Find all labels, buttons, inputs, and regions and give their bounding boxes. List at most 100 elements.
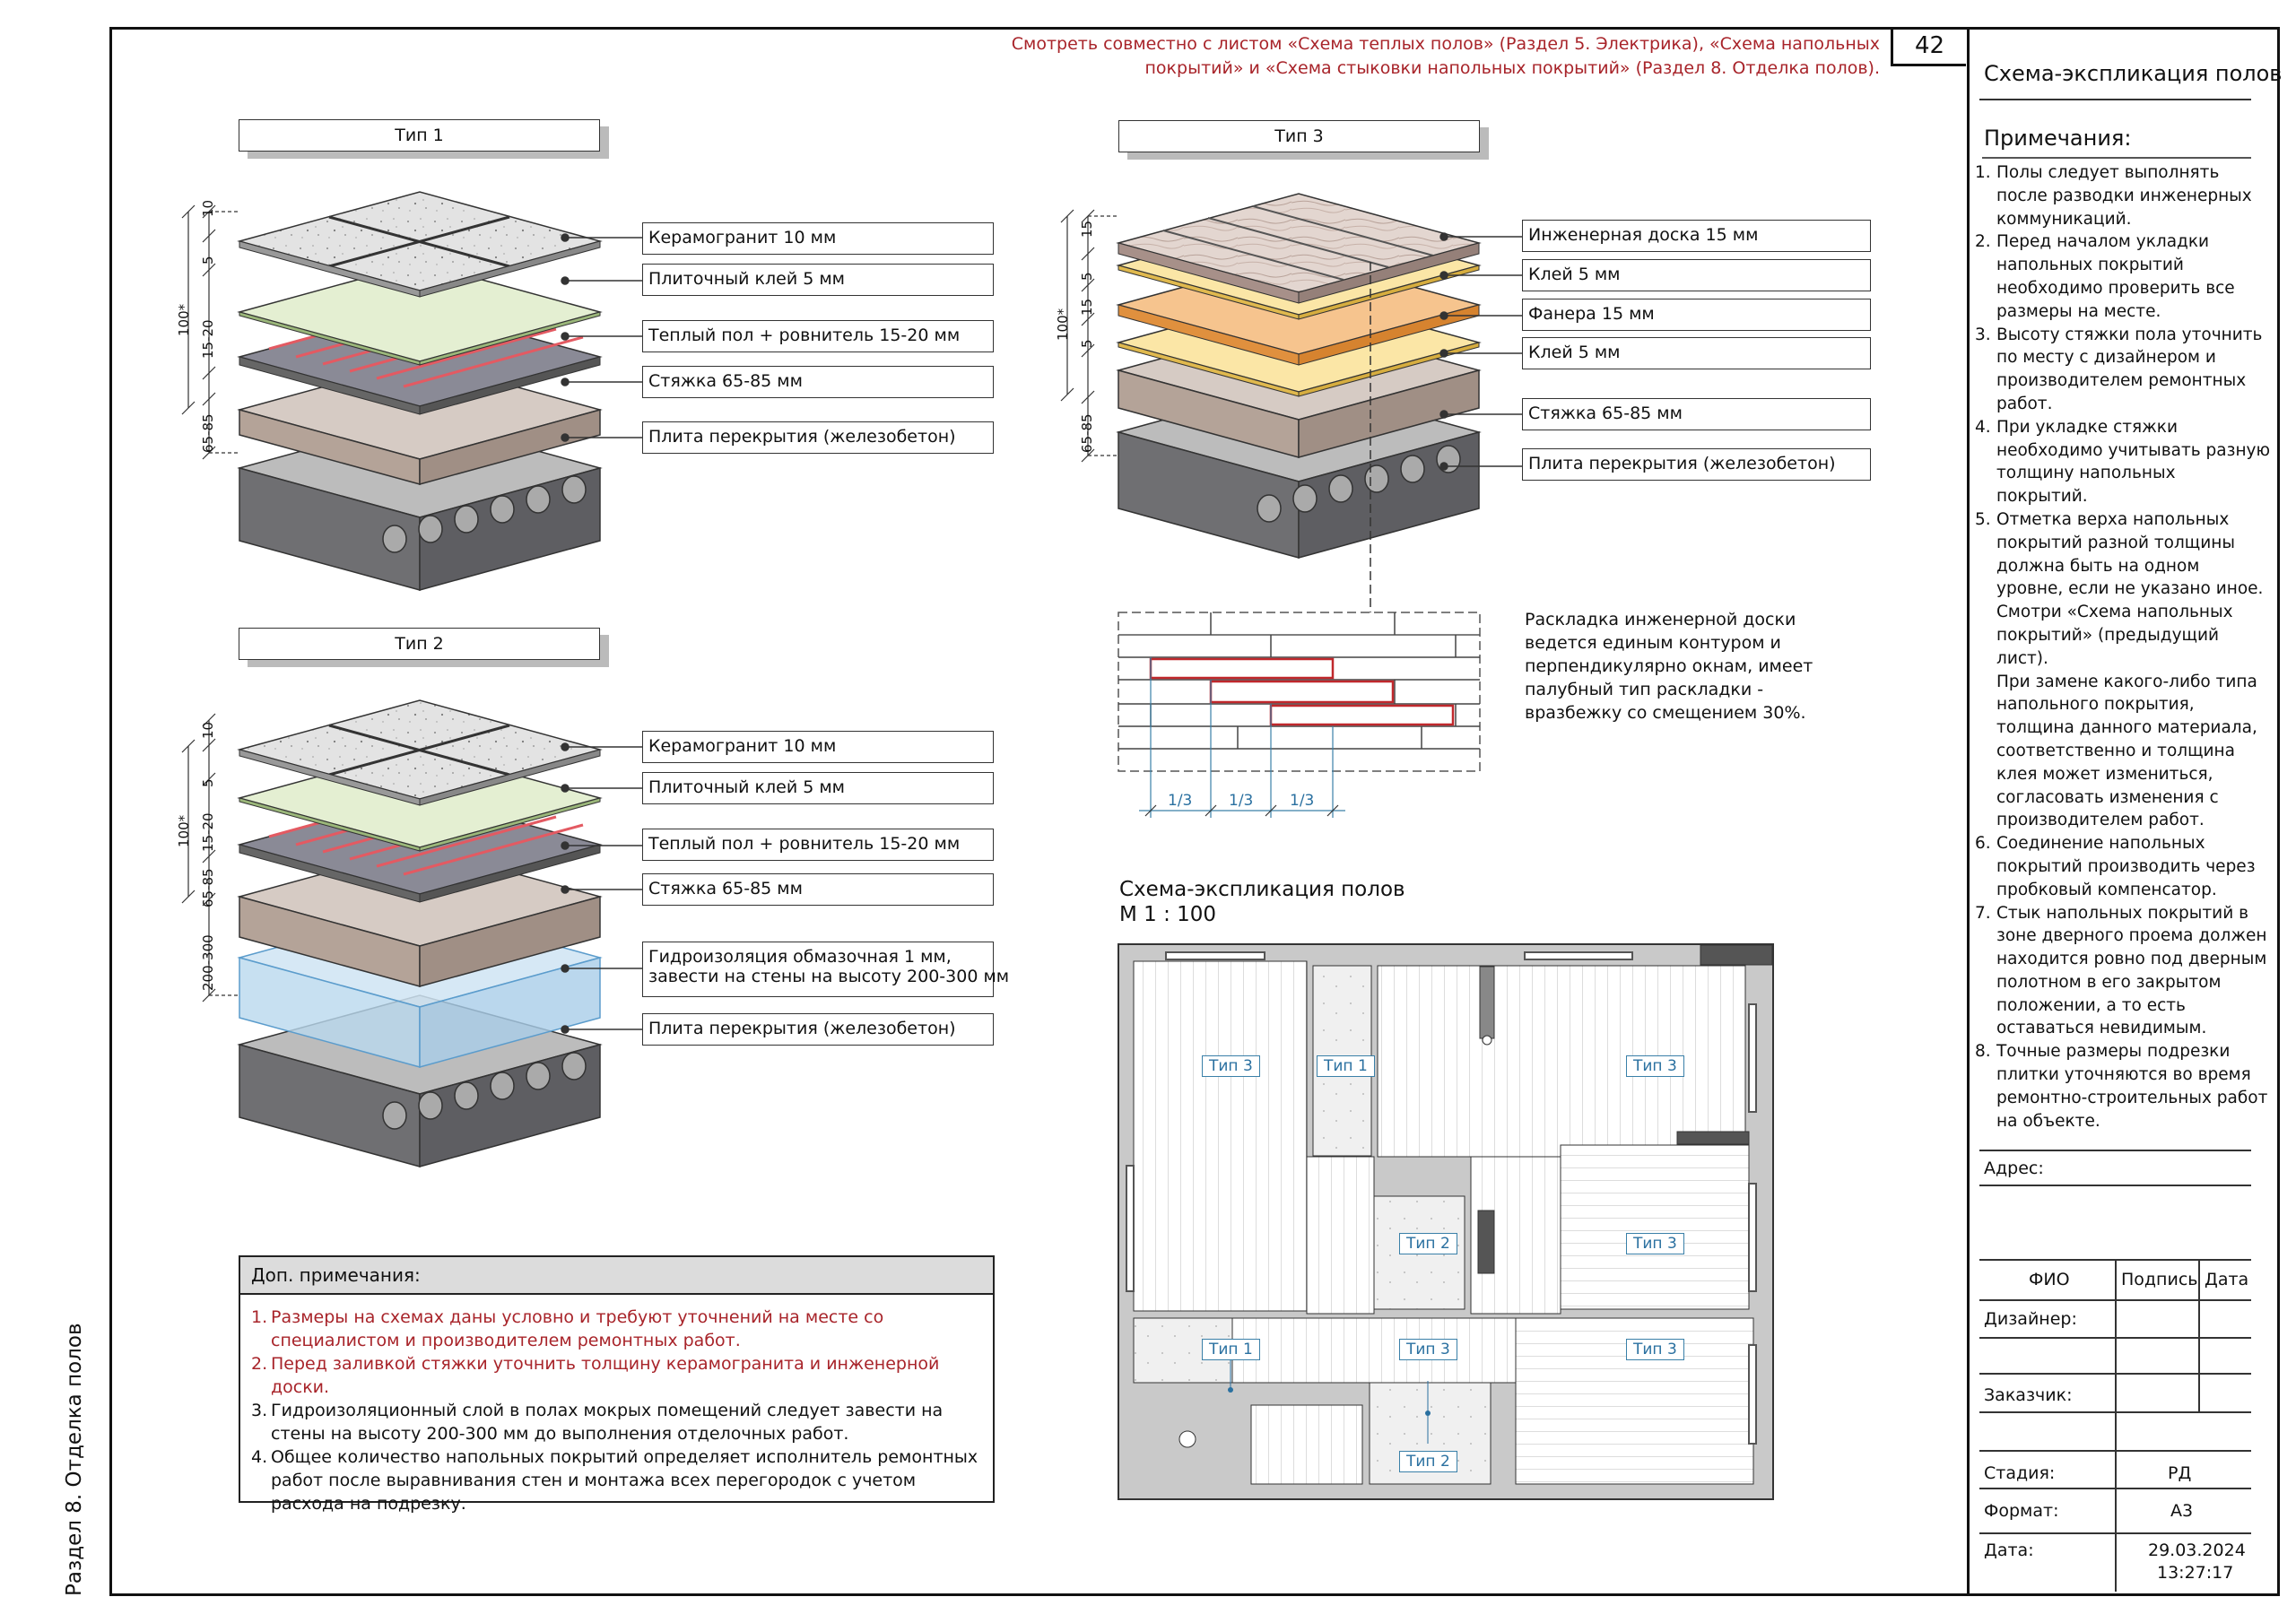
note-item: 5.Отметка верха напольных покрытий разно… [1975, 508, 2271, 832]
type1-leaders [561, 233, 642, 442]
room-tag: Тип 3 [1399, 1339, 1457, 1360]
note-text-continued: При замене какого-либо типа напольного п… [1996, 672, 2257, 830]
t3-dim-15a: 15 [1079, 220, 1095, 238]
note-text: Стык напольных покрытий в зоне дверного … [1996, 903, 2267, 1038]
note-item: 4.При укладке стяжки необходимо учитыват… [1975, 417, 2271, 507]
note-text: Точные размеры подрезки плитки уточняютс… [1996, 1042, 2268, 1131]
t2-layer-slab: Плита перекрытия (железобетон) [642, 1013, 994, 1046]
t3-layer-glue1: Клей 5 мм [1522, 259, 1871, 291]
t2-waterproof-line2: завести на стены на высоту 200-300 мм [648, 967, 1010, 986]
note-text: Соединение напольных покрытий производит… [1996, 834, 2256, 899]
additional-notes: Доп. примечания: 1.Размеры на схемах дан… [239, 1255, 995, 1514]
type2-heading: Тип 2 [239, 628, 600, 660]
dop-item-text: Перед заливкой стяжки уточнить толщину к… [271, 1354, 940, 1397]
note-item: 6.Соединение напольных покрытий производ… [1975, 834, 2256, 899]
stage-value: РД [2168, 1463, 2192, 1483]
t2-dim-10: 10 [200, 721, 216, 739]
t3-dim-5b: 5 [1079, 339, 1095, 348]
note-item: 2.Перед началом укладки напольных покрыт… [1975, 232, 2235, 321]
titleblock-divider [1979, 99, 2251, 100]
type1-dimensions [181, 204, 239, 460]
titleblock-grid [1979, 1150, 2251, 1592]
floor-plan-drawing [1118, 943, 1774, 1500]
t2-layer-heating: Теплый пол + ровнитель 15-20 мм [642, 829, 994, 861]
fio-header: ФИО [2029, 1270, 2070, 1289]
t2-dim-200-300: 200-300 [200, 934, 216, 991]
note-text: При укладке стяжки необходимо учитывать … [1996, 417, 2271, 507]
sign-header: Подпись [2121, 1270, 2198, 1289]
room-tag: Тип 3 [1626, 1233, 1684, 1254]
room-tag: Тип 3 [1626, 1339, 1684, 1360]
t1-layer-heating: Теплый пол + ровнитель 15-20 мм [642, 320, 994, 352]
plank-layout-note: Раскладка инженерной доски ведется едины… [1525, 610, 1813, 723]
t3-dim-total: 100* [1055, 308, 1071, 341]
plank-layout-diagram [1118, 262, 1481, 818]
room-tag: Тип 1 [1202, 1339, 1260, 1360]
note-item: 3.Высоту стяжки пола уточнить по месту с… [1975, 325, 2263, 413]
t1-layer-slab: Плита перекрытия (железобетон) [642, 421, 994, 454]
note-text: Отметка верха напольных покрытий разной … [1996, 509, 2264, 668]
t3-dim-15b: 15 [1079, 298, 1095, 316]
additional-notes-list: 1.Размеры на схемах даны условно и требу… [240, 1295, 993, 1515]
dop-item: 4.Общее количество напольных покрытий оп… [251, 1447, 978, 1514]
type3-stack [1116, 193, 1482, 559]
date-value: 29.03.2024 [2148, 1541, 2246, 1560]
type3-heading: Тип 3 [1118, 120, 1480, 152]
note-item: 1.Полы следует выполнять после разводки … [1975, 163, 2252, 229]
stage-label: Стадия: [1984, 1463, 2056, 1483]
dop-item: 2.Перед заливкой стяжки уточнить толщину… [251, 1354, 940, 1397]
room-tag: Тип 1 [1317, 1055, 1375, 1077]
t2-layer-tile: Керамогранит 10 мм [642, 731, 994, 763]
fraction-1: 1/3 [1168, 792, 1193, 810]
type3-dimensions [1060, 209, 1118, 463]
drawing-frame [109, 27, 2280, 1596]
plan-title: Схема-экспликация полов [1119, 878, 1405, 901]
type3-leaders [1439, 232, 1522, 471]
fraction-2: 1/3 [1229, 792, 1254, 810]
room-tag: Тип 2 [1399, 1451, 1457, 1472]
t1-layer-glue: Плиточный клей 5 мм [642, 264, 994, 296]
t2-dim-5: 5 [200, 778, 216, 787]
t2-dim-15-20: 15-20 [200, 812, 216, 852]
t1-dim-15-20: 15-20 [200, 319, 216, 359]
t3-layer-board: Инженерная доска 15 мм [1522, 220, 1871, 252]
notes-list: 1.Полы следует выполнять после разводки … [1975, 161, 2271, 1133]
notes-underline [1982, 157, 2251, 159]
dop-item-text: Общее количество напольных покрытий опре… [271, 1447, 978, 1514]
t1-dim-65-85: 65-85 [200, 413, 216, 453]
t3-layer-plywood: Фанера 15 мм [1522, 299, 1871, 331]
t3-dim-65-85: 65-85 [1079, 413, 1095, 453]
type1-stack [237, 191, 603, 591]
address-label: Адрес: [1984, 1159, 2044, 1178]
room-tag: Тип 2 [1399, 1233, 1457, 1254]
cross-reference-note: Смотреть совместно с листом «Схема теплы… [1011, 34, 1880, 78]
client-label: Заказчик: [1984, 1385, 2073, 1405]
format-label: Формат: [1984, 1501, 2059, 1521]
room-tag: Тип 3 [1626, 1055, 1684, 1077]
dop-item: 3.Гидроизоляционный слой в полах мокрых … [251, 1401, 944, 1444]
dop-item-text: Гидроизоляционный слой в полах мокрых по… [271, 1401, 944, 1444]
titleblock [1967, 27, 2280, 1596]
date-label: Дата: [1984, 1541, 2034, 1560]
plan-title-block: Схема-экспликация полов М 1 : 100 [1119, 877, 1405, 927]
t2-waterproof-line1: Гидроизоляция обмазочная 1 мм, [648, 947, 952, 967]
type2-stack [237, 699, 603, 1167]
note-item: 7.Стык напольных покрытий в зоне дверног… [1975, 903, 2267, 1038]
type1-heading: Тип 1 [239, 119, 600, 152]
note-text: Высоту стяжки пола уточнить по месту с д… [1996, 325, 2263, 413]
t2-layer-screed: Стяжка 65-85 мм [642, 873, 994, 906]
type2-leaders [561, 742, 642, 1034]
t3-layer-slab: Плита перекрытия (железобетон) [1522, 448, 1871, 481]
t1-layer-screed: Стяжка 65-85 мм [642, 366, 994, 398]
t1-dim-total: 100* [176, 303, 192, 336]
room-tag: Тип 3 [1202, 1055, 1260, 1077]
t3-layer-glue2: Клей 5 мм [1522, 337, 1871, 369]
time-value: 13:27:17 [2157, 1563, 2234, 1583]
designer-label: Дизайнер: [1984, 1309, 2077, 1329]
t2-dim-65-85: 65-85 [200, 868, 216, 907]
note-text: Полы следует выполнять после разводки ин… [1996, 163, 2252, 229]
notes-heading: Примечания: [1984, 126, 2132, 151]
fraction-3: 1/3 [1290, 792, 1315, 810]
sheet-number: 42 [1891, 27, 1966, 66]
titleblock-title: Схема-экспликация полов [1984, 61, 2283, 86]
